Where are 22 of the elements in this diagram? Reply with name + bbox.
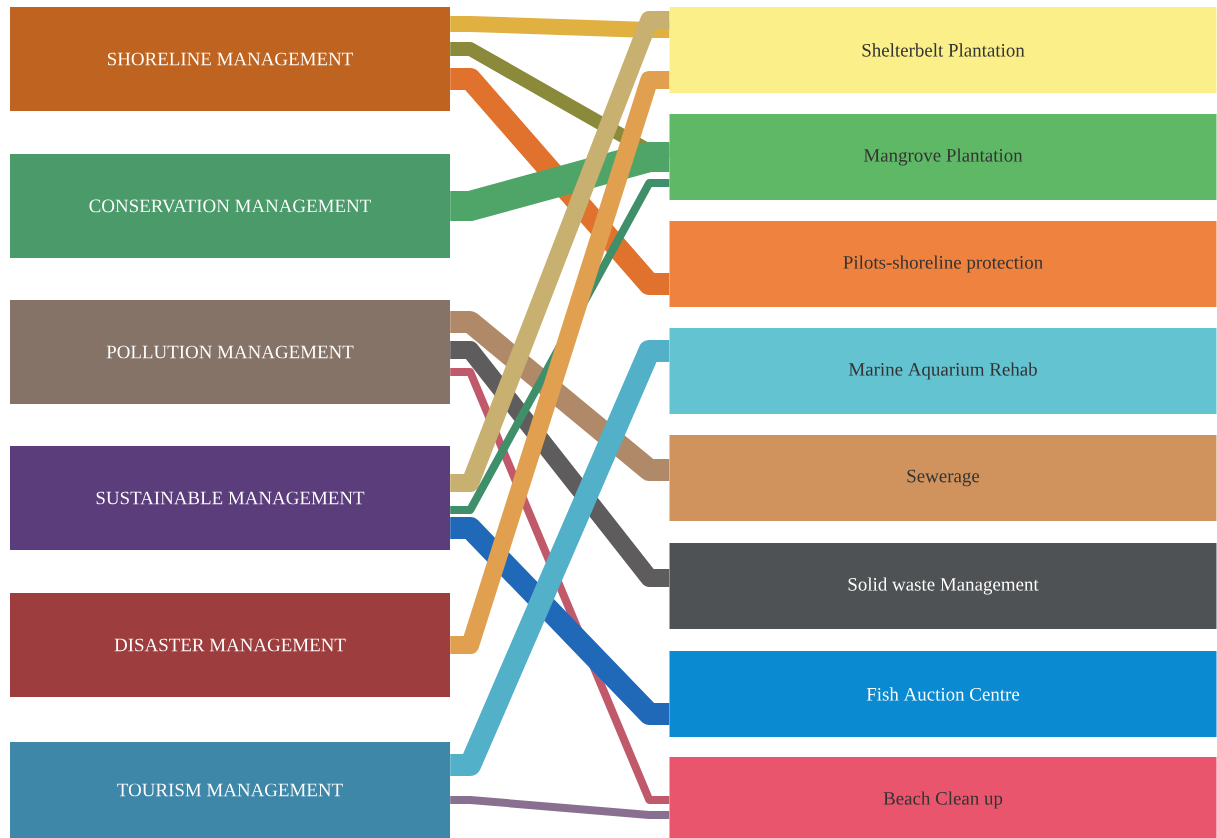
flow-band: [450, 68, 670, 295]
flow-band: [450, 16, 670, 38]
activity-band: Shelterbelt Plantation: [669, 7, 1217, 93]
flow-band: [450, 11, 670, 492]
category-band: CONSERVATION MANAGEMENT: [10, 154, 450, 258]
flow-band: [450, 311, 670, 481]
activity-band: Sewerage: [669, 435, 1217, 521]
flow-band: [450, 142, 670, 221]
flow-band: [450, 517, 670, 725]
activity-band: Mangrove Plantation: [669, 114, 1217, 200]
activity-band: Marine Aquarium Rehab: [669, 328, 1217, 414]
category-band: SUSTAINABLE MANAGEMENT: [10, 446, 450, 550]
flow-band: [450, 71, 670, 654]
activity-band: Solid waste Management: [669, 543, 1217, 629]
category-band: DISASTER MANAGEMENT: [10, 593, 450, 697]
flow-band: [450, 341, 670, 587]
activity-band: Beach Clean up: [669, 757, 1217, 838]
activity-band: Fish Auction Centre: [669, 651, 1217, 737]
category-band: TOURISM MANAGEMENT: [10, 742, 450, 838]
category-band: POLLUTION MANAGEMENT: [10, 300, 450, 404]
activity-band: Pilots-shoreline protection: [669, 221, 1217, 307]
category-band: SHORELINE MANAGEMENT: [10, 7, 450, 111]
